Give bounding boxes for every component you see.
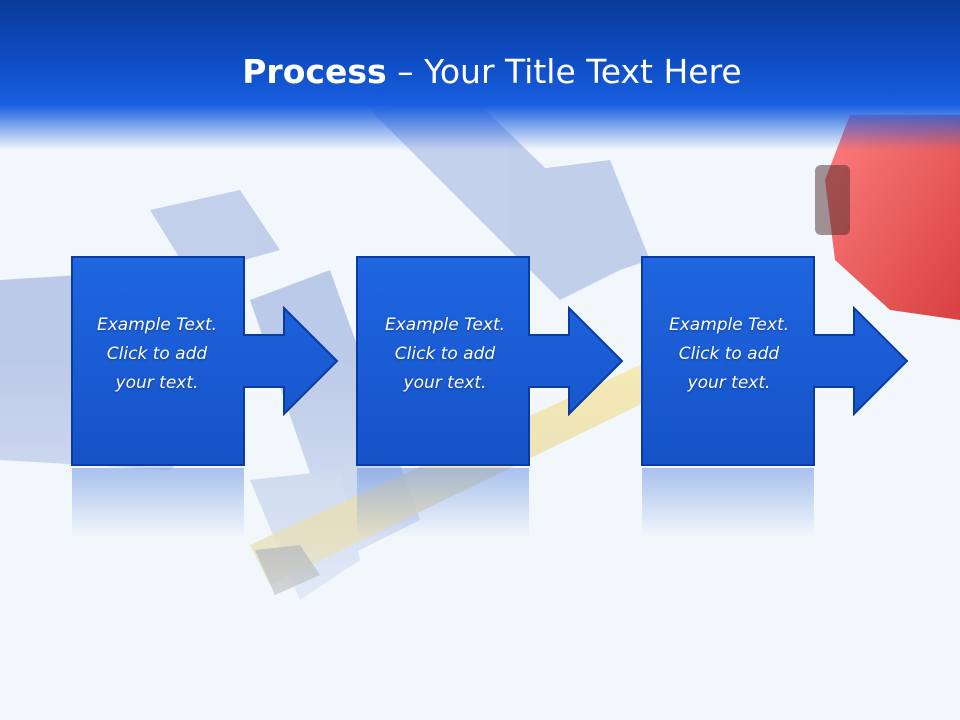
title-rest: – Your Title Text Here xyxy=(386,52,742,91)
title-bar xyxy=(0,0,960,150)
process-step-2-text[interactable]: Example Text. Click to add your text. xyxy=(360,311,530,398)
process-step-2-shape[interactable] xyxy=(356,256,624,466)
step-3-line-1: Example Text. xyxy=(668,315,790,335)
step-2-line-1: Example Text. xyxy=(384,315,506,335)
step-2-line-3: your text. xyxy=(403,373,487,393)
step-3-line-2: Click to add xyxy=(678,344,780,364)
slide-title[interactable]: Process – Your Title Text Here xyxy=(0,52,960,91)
step-1-line-2: Click to add xyxy=(106,344,208,364)
title-bold: Process xyxy=(242,52,387,91)
step-1-line-1: Example Text. xyxy=(96,315,218,335)
process-step-1-shape[interactable] xyxy=(71,256,339,466)
tape-measure-case xyxy=(825,115,960,320)
step-2-line-2: Click to add xyxy=(394,344,496,364)
reflections xyxy=(72,468,814,538)
process-step-3-text[interactable]: Example Text. Click to add your text. xyxy=(644,311,814,398)
step-1-line-3: your text. xyxy=(115,373,199,393)
process-step-1-text[interactable]: Example Text. Click to add your text. xyxy=(72,311,242,398)
process-step-3-shape[interactable] xyxy=(641,256,909,466)
step-3-line-3: your text. xyxy=(687,373,771,393)
